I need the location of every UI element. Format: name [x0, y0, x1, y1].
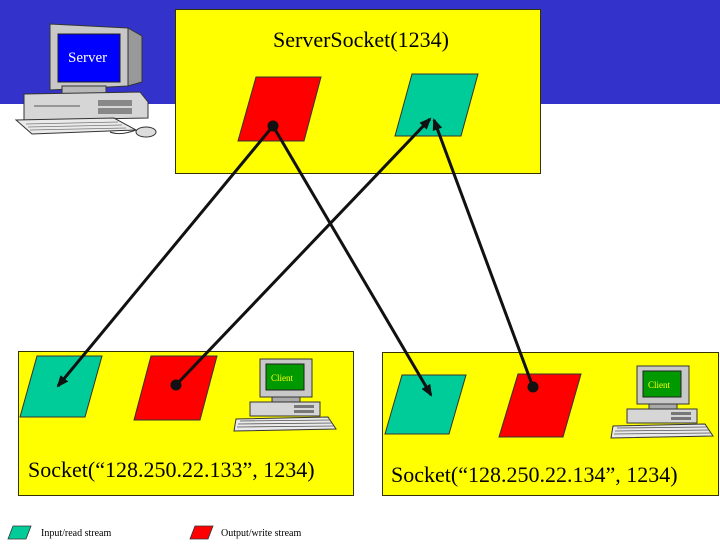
legend-input-swatch [7, 525, 32, 540]
arrow-client2-to-server [432, 118, 535, 388]
arrow-server-to-client2 [271, 125, 433, 397]
server-computer-icon: Server [14, 23, 157, 138]
client2-output-endpoint [527, 381, 539, 393]
client-socket-label-1: Socket(“128.250.22.133”, 1234) [28, 457, 315, 482]
server-input-stream-1 [394, 73, 479, 137]
client2-input-stream [384, 374, 467, 435]
client-screen-label-1: Client [271, 373, 293, 383]
client2-output-stream [498, 373, 582, 438]
client1-input-stream [19, 355, 103, 418]
client-computer-icon-1: Client [233, 358, 337, 432]
legend-output-swatch [189, 525, 214, 540]
client-socket-label-2: Socket(“128.250.22.134”, 1234) [391, 462, 678, 487]
server-socket-box [175, 9, 541, 174]
arrow-client1-to-server [174, 117, 432, 387]
server-socket-title: ServerSocket(1234) [273, 27, 449, 52]
server-output-endpoint [267, 120, 279, 132]
arrow-server-to-client1 [56, 125, 275, 388]
client-screen-label-2: Client [648, 380, 670, 390]
client1-output-endpoint [170, 379, 182, 391]
legend-input-label: Input/read stream [41, 528, 112, 539]
client-computer-icon-2: Client [610, 365, 714, 439]
server-output-stream-1 [237, 76, 322, 142]
server-screen-label: Server [68, 50, 107, 66]
legend-output-label: Output/write stream [221, 528, 302, 539]
